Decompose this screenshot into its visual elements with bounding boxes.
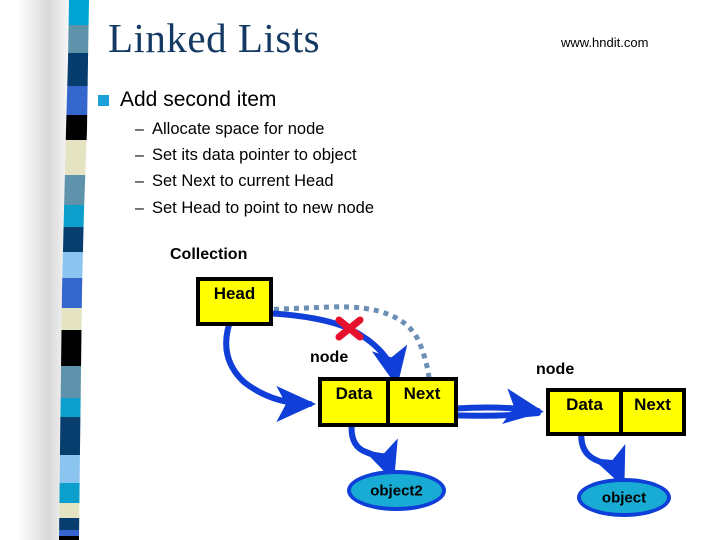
- dash-bullet-icon: –: [135, 173, 144, 191]
- bullet-item-level1: Add second item: [98, 88, 618, 112]
- list-item: – Set its data pointer to object: [135, 144, 618, 167]
- bullet-level2-label: Set Next to current Head: [152, 172, 334, 191]
- right-node-box: Data Next: [546, 388, 686, 436]
- square-bullet-icon: [98, 95, 109, 106]
- decorative-stripe-band: [0, 0, 90, 540]
- collection-label: Collection: [170, 246, 248, 263]
- right-node-data-label: Data: [566, 395, 603, 414]
- bullet-level2-label: Set Head to point to new node: [152, 198, 374, 217]
- left-node-data-label: Data: [335, 384, 373, 403]
- list-item: – Set Next to current Head: [135, 170, 618, 193]
- object-label: object: [601, 489, 647, 506]
- list-item: – Set Head to point to new node: [135, 197, 618, 220]
- dash-bullet-icon: –: [135, 146, 144, 164]
- object2-label: object2: [370, 482, 423, 499]
- dash-bullet-icon: –: [135, 120, 144, 138]
- right-node-divider: [619, 392, 623, 432]
- bullet-level2-label: Allocate space for node: [152, 119, 325, 138]
- bullet-level2-label: Set its data pointer to object: [152, 145, 357, 164]
- right-node-label: node: [536, 361, 575, 378]
- site-watermark: www.hndit.com: [561, 35, 649, 50]
- page-title: Linked Lists: [108, 15, 321, 61]
- left-node-next-label: Next: [403, 384, 441, 403]
- head-to-new-node-pointer: [223, 313, 317, 422]
- bullet-level1-label: Add second item: [120, 88, 277, 111]
- bullet-sublist: – Allocate space for node – Set its data…: [135, 118, 618, 221]
- dash-bullet-icon: –: [135, 199, 144, 217]
- left-node-box: Data Next: [318, 377, 458, 427]
- broken-link-cross-icon: [335, 316, 364, 341]
- left-data-to-object2-pointer: [348, 418, 398, 482]
- object-ellipse: object: [577, 478, 671, 517]
- object2-ellipse: object2: [347, 470, 446, 511]
- head-label: Head: [213, 284, 256, 303]
- list-item: – Allocate space for node: [135, 118, 618, 141]
- right-node-next-label: Next: [634, 395, 671, 414]
- left-node-divider: [386, 381, 390, 423]
- bullet-list: Add second item – Allocate space for nod…: [98, 88, 618, 223]
- left-node-label: node: [310, 349, 349, 366]
- head-box: Head: [196, 277, 273, 326]
